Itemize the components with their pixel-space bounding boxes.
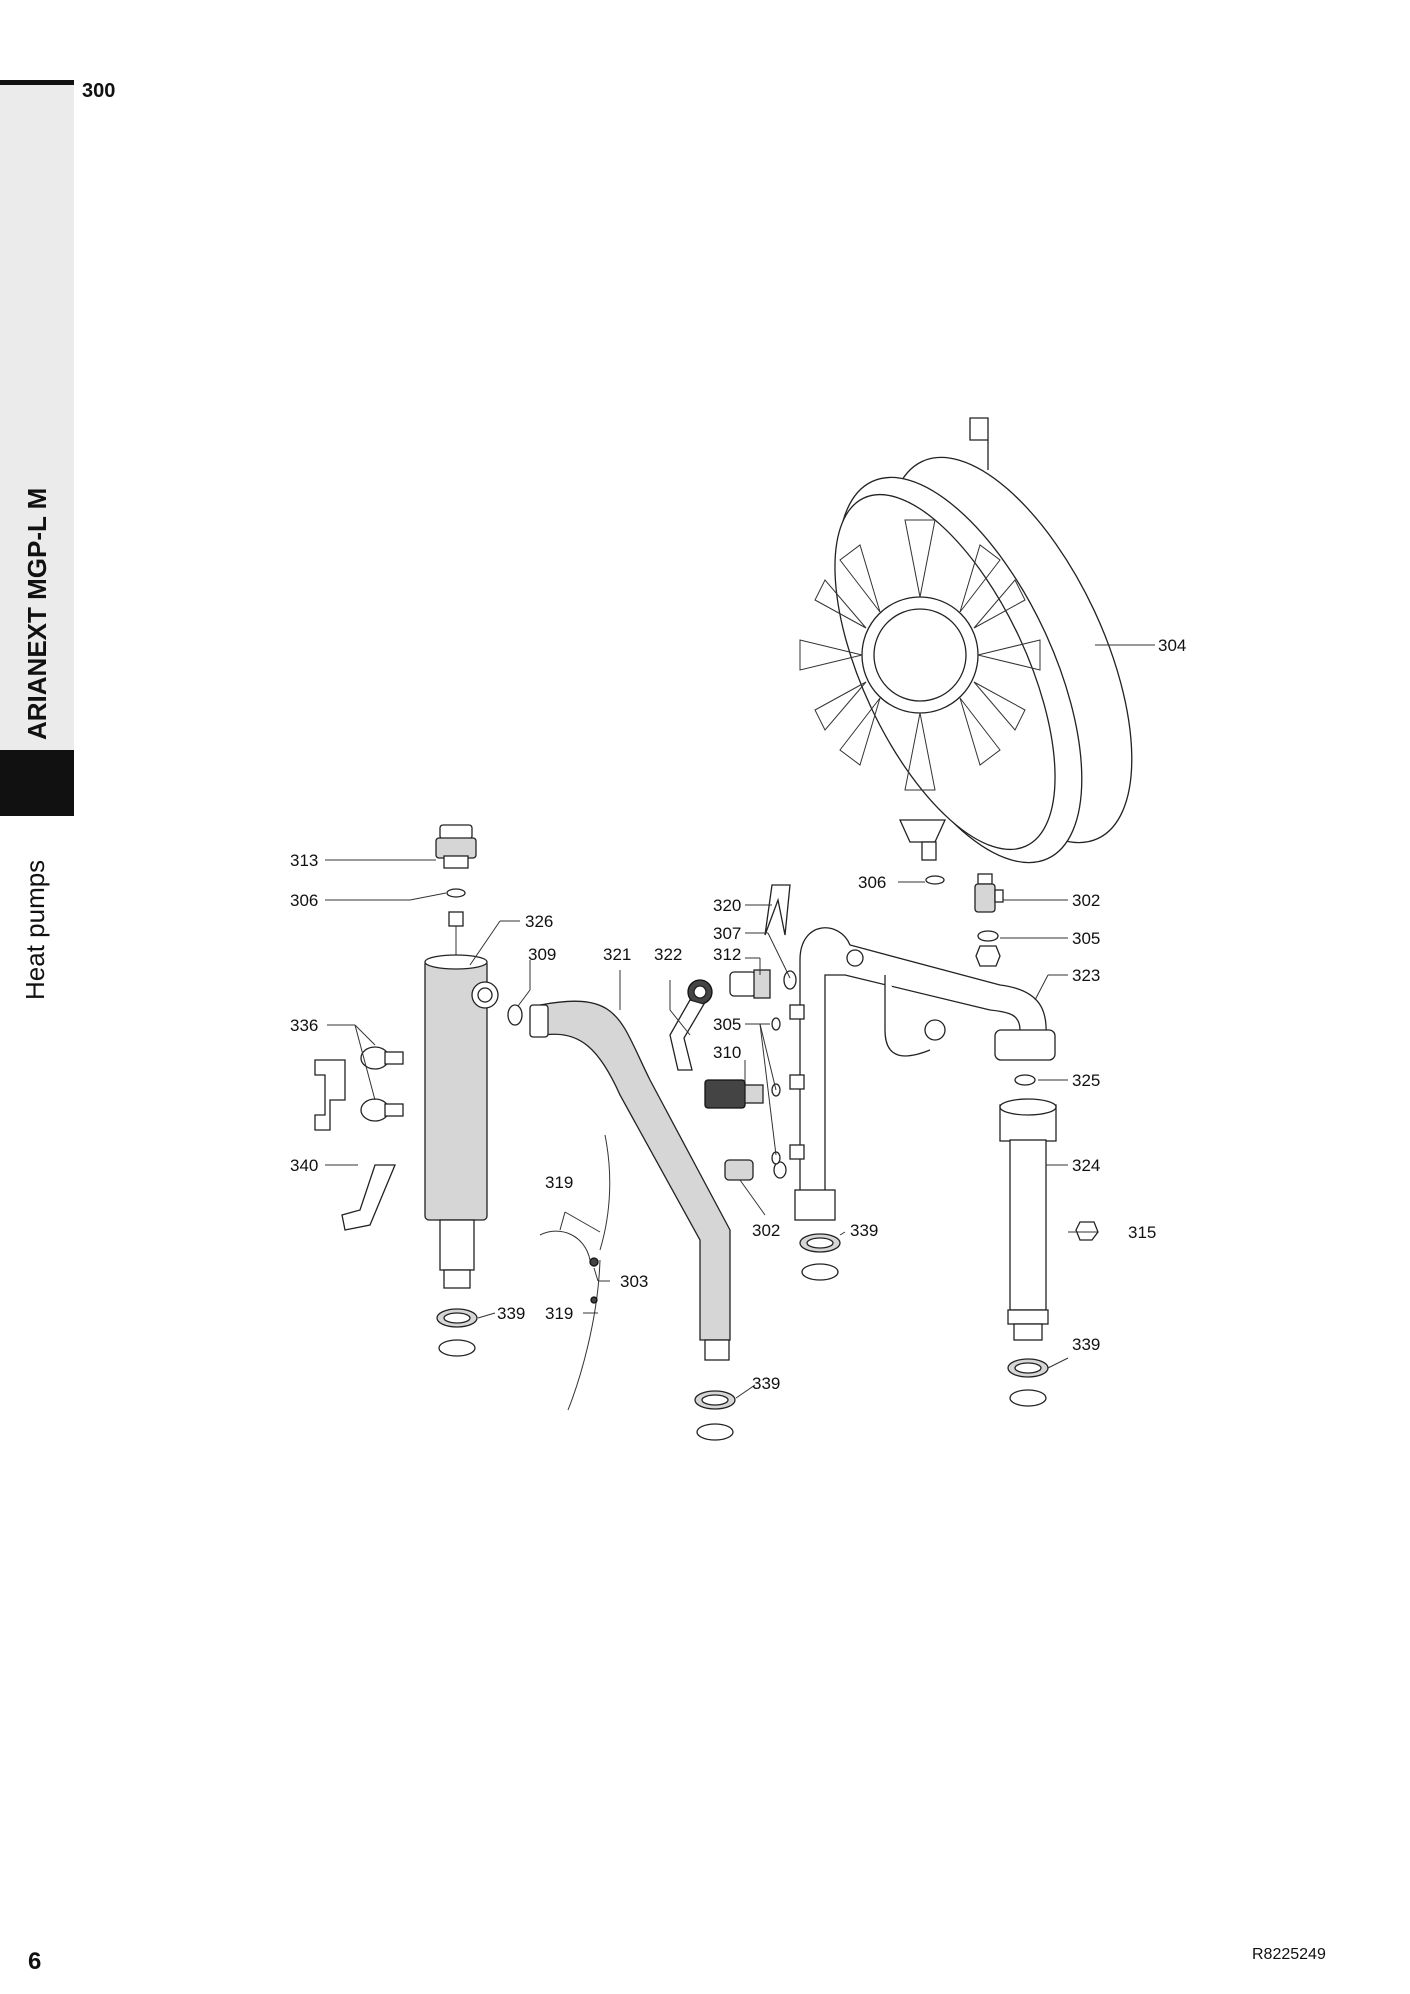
callout-339-cylinder: 339 [497,1304,525,1323]
callout-339-hose: 339 [752,1374,780,1393]
seal-set-339-b [799,1233,841,1281]
callout-323: 323 [1072,966,1100,985]
callout-325: 325 [1072,1071,1100,1090]
o-ring-325 [1014,1074,1036,1086]
pressure-sensor-310 [704,1079,764,1109]
o-ring-305-a [771,1017,781,1031]
leader-lines [325,644,1155,1399]
flexible-hose-321 [529,1000,731,1361]
drawing-reference: R8225249 [1252,1946,1326,1963]
valve-302-upper [974,873,1004,913]
valve-302-lower [724,1159,787,1181]
callout-340: 340 [290,1156,318,1175]
callout-336: 336 [290,1016,318,1035]
expansion-vessel-304 [799,417,1133,864]
top-rule [0,80,74,85]
page-number: 6 [28,1948,42,1975]
callout-315: 315 [1128,1223,1156,1242]
callout-320: 320 [713,896,741,915]
callout-305-middle: 305 [713,1015,741,1034]
callout-306-left: 306 [290,891,318,910]
cap-315 [1075,1221,1099,1241]
callout-303: 303 [620,1272,648,1291]
air-vent-313 [435,824,477,869]
callout-304: 304 [1158,636,1186,655]
sensor-clips-336 [314,1046,404,1131]
clip-320 [764,884,791,936]
nut-323 [975,945,1001,967]
callout-326: 326 [525,912,553,931]
callout-322: 322 [654,945,682,964]
callout-319-upper: 319 [545,1173,573,1192]
callout-306-right: 306 [858,873,886,892]
o-ring-306-left [446,888,466,898]
o-ring-305-right [977,930,999,942]
o-ring-309 [507,1004,523,1026]
callout-324: 324 [1072,1156,1100,1175]
callout-302-upper: 302 [1072,891,1100,910]
callout-321: 321 [603,945,631,964]
section-number: 300 [82,80,116,102]
side-strip [0,80,74,750]
heater-cylinder-326 [424,911,499,1289]
callout-307: 307 [713,924,741,943]
pipe-324 [999,1098,1057,1341]
callout-305-right: 305 [1072,929,1100,948]
seal-set-339-c [694,1390,736,1441]
side-strip-black-tab [0,750,74,816]
callout-labels: 313 306 326 309 321 322 320 307 312 306 … [290,636,1186,1393]
bracket-340 [341,1164,396,1231]
o-ring-306-right [925,875,945,885]
seal-set-339-a [436,1308,478,1357]
callout-302-lower: 302 [752,1221,780,1240]
callout-319-lower: 319 [545,1304,573,1323]
callout-312: 312 [713,945,741,964]
callout-310: 310 [713,1043,741,1062]
callout-313: 313 [290,851,318,870]
callout-309: 309 [528,945,556,964]
seal-set-339-d [1007,1358,1049,1407]
callout-339-right: 339 [1072,1335,1100,1354]
pipe-manifold-323 [789,927,1056,1221]
sensor-312 [729,969,797,999]
elbow-fitting-322 [669,979,713,1071]
callout-339-pipe: 339 [850,1221,878,1240]
